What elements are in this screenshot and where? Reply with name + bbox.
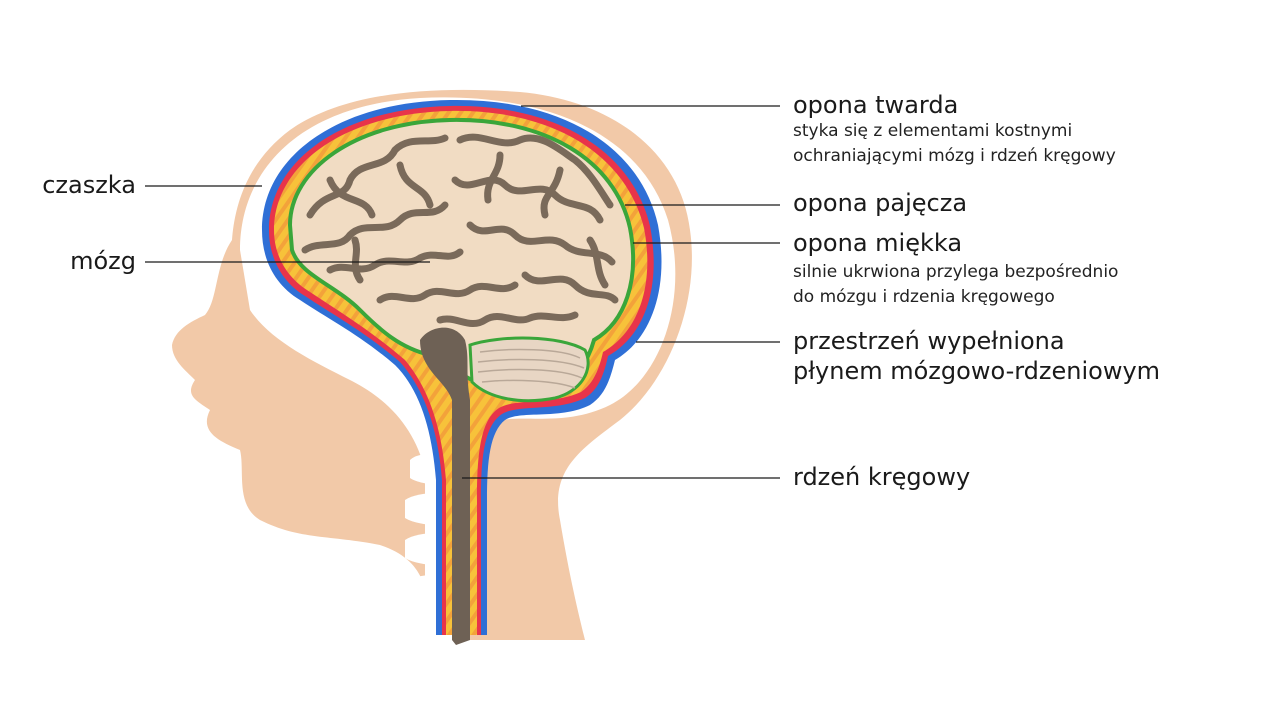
leader-lines [145, 105, 780, 479]
label-pia-title: opona miękka [793, 229, 963, 257]
label-pia-desc-1: silnie ukrwiona przylega bezpośrednio [793, 262, 1119, 282]
label-arachnoid: opona pajęcza [793, 189, 968, 217]
label-pia-desc-2: do mózgu i rdzenia kręgowego [793, 287, 1055, 307]
label-brain: mózg [70, 247, 136, 275]
spinal-cord [420, 327, 470, 645]
cerebellum-striations [477, 348, 585, 389]
label-dura-desc-2: ochraniającymi mózg i rdzeń kręgowy [793, 146, 1116, 166]
label-skull: czaszka [42, 171, 136, 199]
label-csf-1: przestrzeń wypełniona [793, 327, 1065, 355]
label-dura-desc-1: styka się z elementami kostnymi [793, 121, 1073, 141]
label-csf-2: płynem mózgowo-rdzeniowym [793, 357, 1161, 385]
label-spinal-cord: rdzeń kręgowy [793, 463, 971, 491]
label-dura-title: opona twarda [793, 91, 959, 119]
brain-folds [301, 133, 619, 328]
